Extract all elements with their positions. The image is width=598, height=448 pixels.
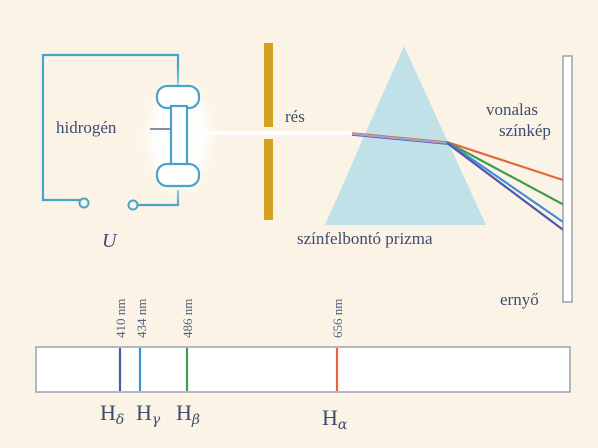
spectrum-label-line1: vonalas [486, 100, 538, 119]
ray-gamma [446, 141, 567, 225]
wavelength-alpha: 656 nm [330, 299, 345, 338]
prism [325, 46, 486, 225]
wavelength-delta: 410 nm [113, 299, 128, 338]
slit-lower [264, 139, 273, 220]
prism-label: színfelbontó prizma [297, 229, 433, 248]
hydrogen-tube [155, 84, 201, 188]
symbol-h-gamma: Hγ [136, 400, 161, 428]
dispersed-rays [446, 140, 567, 233]
terminal-left [78, 197, 90, 209]
ray-delta [446, 142, 567, 233]
ray-alpha [446, 140, 567, 183]
slit-label: rés [285, 107, 305, 126]
terminal-right [127, 199, 139, 211]
prism-beam-white [351, 133, 448, 144]
spectrum-label-line2: színkép [499, 121, 551, 140]
symbol-h-alpha: Hα [322, 405, 348, 433]
slit-upper [264, 43, 273, 127]
wavelength-beta: 486 nm [180, 299, 195, 338]
ray-beta [446, 141, 567, 207]
voltage-label: U [102, 230, 118, 252]
screen [562, 55, 573, 303]
spectrum-strip [35, 346, 571, 393]
wavelength-gamma: 434 nm [134, 299, 149, 338]
symbol-h-beta: Hβ [176, 400, 200, 428]
hydrogen-label: hidrogén [56, 118, 117, 137]
symbol-h-delta: Hδ [100, 400, 124, 428]
screen-label: ernyő [500, 290, 539, 309]
